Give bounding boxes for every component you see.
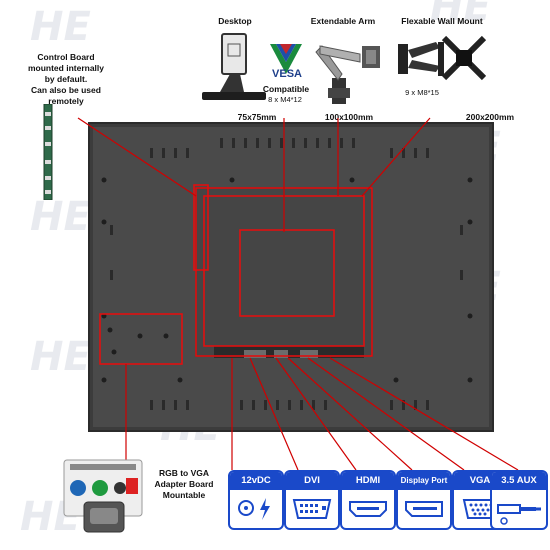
svg-text:HE: HE (30, 334, 91, 380)
adapter-board-line: Adapter Board (154, 479, 214, 489)
control-board-line: by default. (44, 74, 88, 84)
adapter-board-line: Mountable (162, 490, 206, 500)
wall-title: Flexable Wall Mount (401, 16, 483, 26)
port-label: Display Port (398, 472, 450, 490)
port-dvi: DVI (284, 470, 340, 530)
control-board-note: Control Board mounted internally by defa… (8, 52, 124, 107)
port-12vdc: 12vDC (228, 470, 284, 530)
dc-power-icon (238, 498, 270, 520)
control-board-image (43, 104, 53, 200)
wall-size: 200x200mm (465, 112, 515, 122)
desktop-size: 75x75mm (237, 112, 277, 122)
port-displayport: Display Port (396, 470, 452, 530)
adapter-board-image (63, 459, 143, 533)
port-label: HDMI (342, 472, 394, 490)
desktop-stand-icon (202, 33, 266, 100)
arm-title: Extendable Arm (310, 16, 376, 26)
control-board-line: Can also be used (31, 85, 101, 95)
port-hdmi: HDMI (340, 470, 396, 530)
desktop-title: Desktop (218, 16, 252, 26)
port-label: DVI (286, 472, 338, 490)
displayport-icon (405, 501, 443, 517)
port-label: 12vDC (230, 472, 282, 490)
svg-text:HE: HE (30, 4, 91, 50)
hdmi-port-icon (349, 501, 387, 517)
svg-text:HE: HE (430, 0, 491, 30)
port-label: 3.5 AUX (492, 472, 546, 490)
dvi-port-icon (292, 499, 332, 519)
port-aux: 3.5 AUX (490, 470, 548, 530)
control-board-line: mounted internally (27, 63, 105, 73)
control-board-line: remotely (48, 96, 84, 106)
vesa-screws: 8 x M4*12 (268, 95, 302, 104)
svg-text:HE: HE (30, 194, 91, 240)
audio-jack-icon (497, 504, 541, 525)
wall-mount-icon (398, 35, 486, 81)
adapter-board-note: RGB to VGA Adapter Board Mountable (146, 468, 222, 501)
vesa-logo-icon (270, 44, 302, 74)
arm-size: 100x100mm (324, 112, 374, 122)
vesa-compatible: Compatible (262, 84, 310, 94)
wall-screws: 9 x M8*15 (405, 88, 439, 97)
control-board-line: Control Board (37, 52, 95, 62)
adapter-board-line: RGB to VGA (158, 468, 210, 478)
extendable-arm-icon (315, 45, 380, 104)
vesa-logo-text: VESA (272, 68, 302, 80)
